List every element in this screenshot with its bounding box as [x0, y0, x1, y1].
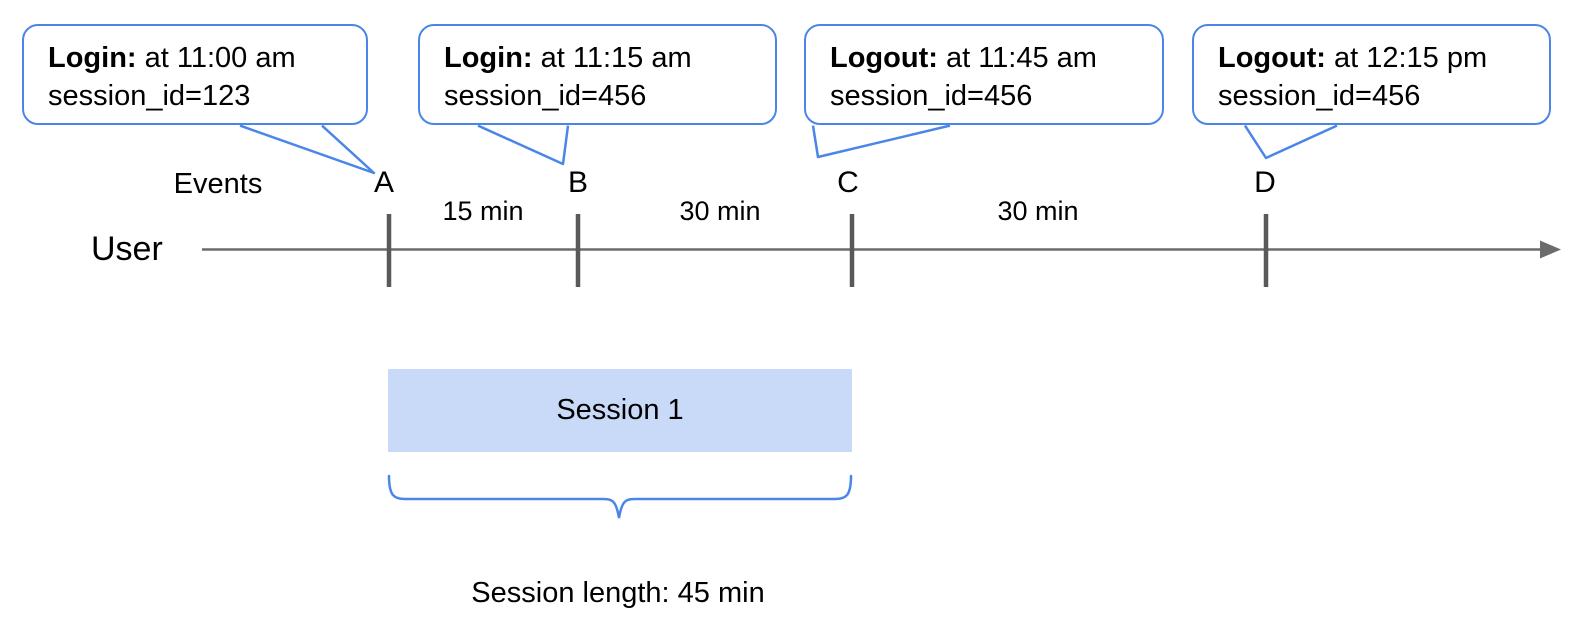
- callout-line-session: session_id=456: [1218, 80, 1421, 112]
- tick-label-b: B: [567, 166, 588, 199]
- callout-line-session: session_id=456: [830, 80, 1033, 112]
- event-type-label: Login:: [48, 42, 137, 74]
- tick-label-c: C: [837, 166, 859, 199]
- interval-label-bc: 30 min: [679, 196, 761, 226]
- callout-line-session: session_id=123: [48, 80, 251, 112]
- event-time-text: at 11:15 am: [532, 42, 692, 74]
- interval-label-cd: 30 min: [997, 196, 1079, 226]
- event-time-text: at 11:45 am: [937, 42, 1097, 74]
- callout-line-event: Logout: at 11:45 am: [830, 39, 1152, 77]
- events-row-label: Events: [173, 168, 263, 200]
- callout-logout-d: Logout: at 12:15 pm session_id=456: [1192, 24, 1551, 125]
- callout-tail-d: [1243, 124, 1338, 160]
- callout-logout-c: Logout: at 11:45 am session_id=456: [804, 24, 1164, 125]
- event-time-text: at 12:15 pm: [1325, 42, 1488, 74]
- callout-tail-c: [811, 124, 951, 159]
- event-time-text: at 11:00 am: [136, 42, 296, 74]
- callout-line-event: Logout: at 12:15 pm: [1218, 39, 1539, 77]
- session-length-caption: Session length: 45 min: [471, 577, 765, 609]
- tick-label-d: D: [1254, 166, 1276, 199]
- event-type-label: Login:: [444, 42, 533, 74]
- timeline-arrowhead-icon: [1540, 240, 1561, 259]
- event-type-label: Logout:: [830, 42, 938, 74]
- session-brace: [387, 474, 853, 519]
- user-row-label: User: [91, 230, 163, 268]
- tick-label-a: A: [373, 166, 394, 199]
- callout-tail-b: [477, 124, 570, 166]
- callout-line-event: Login: at 11:15 am: [444, 39, 765, 77]
- callout-login-a: Login: at 11:00 am session_id=123: [22, 24, 368, 125]
- callout-login-b: Login: at 11:15 am session_id=456: [418, 24, 777, 125]
- callout-line-session: session_id=456: [444, 80, 647, 112]
- interval-label-ab: 15 min: [442, 196, 524, 226]
- callout-line-event: Login: at 11:00 am: [48, 39, 356, 77]
- callout-tail-a: [239, 124, 376, 175]
- session-1-box: Session 1: [388, 369, 852, 452]
- event-type-label: Logout:: [1218, 42, 1326, 74]
